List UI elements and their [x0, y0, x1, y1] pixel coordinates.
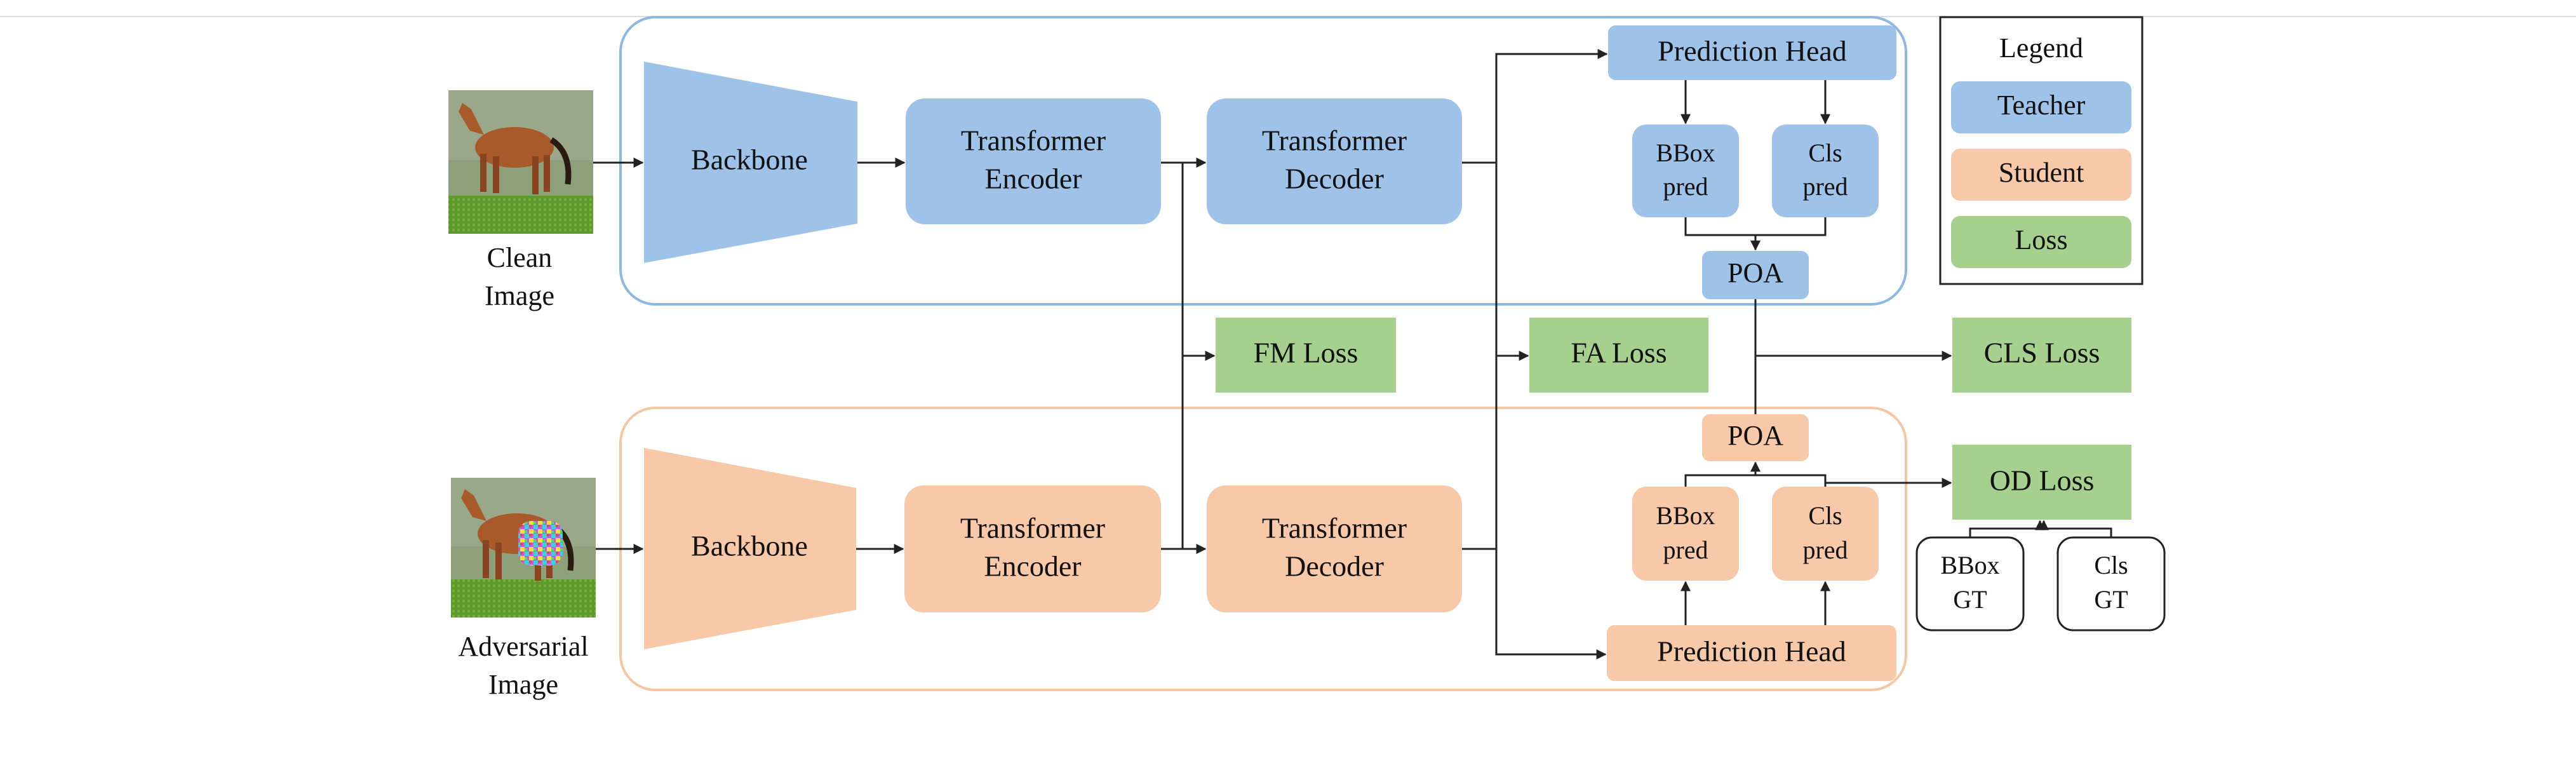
- teacher-encoder-label-1: Transformer: [961, 125, 1106, 157]
- student-prediction-head: [1607, 625, 1896, 681]
- teacher-poa: [1702, 251, 1809, 299]
- adversarial-patch: [518, 521, 563, 565]
- legend-title: Legend: [1999, 32, 2083, 64]
- legend-loss-swatch: [1951, 216, 2131, 268]
- clean-image-caption-2: Image: [485, 280, 554, 311]
- teacher-poa-label: POA: [1727, 257, 1783, 288]
- teacher-cls-pred: [1772, 125, 1879, 217]
- od-loss-label: OD Loss: [1990, 464, 2095, 497]
- fa-loss-label: FA Loss: [1571, 337, 1667, 369]
- teacher-transformer-decoder: [1207, 98, 1462, 224]
- cls-gt-label-2: GT: [2094, 585, 2128, 614]
- student-decoder-label-2: Decoder: [1285, 550, 1384, 583]
- student-backbone-label: Backbone: [691, 530, 808, 562]
- student-prediction-head-label: Prediction Head: [1657, 635, 1846, 668]
- legend-loss-label: Loss: [2015, 224, 2067, 255]
- student-bbox-pred-label-2: pred: [1663, 536, 1708, 564]
- edge-teacher-preds-to-poa: [1684, 217, 1827, 236]
- student-decoder-label-1: Transformer: [1262, 512, 1407, 544]
- bbox-gt-label-2: GT: [1953, 585, 1987, 614]
- teacher-prediction-head-label: Prediction Head: [1658, 35, 1847, 67]
- teacher-encoder-label-2: Encoder: [984, 163, 1082, 195]
- fm-loss: [1216, 318, 1396, 393]
- teacher-decoder-label-1: Transformer: [1262, 125, 1407, 157]
- student-encoder-label-2: Encoder: [984, 550, 1081, 583]
- student-bbox-pred-label-1: BBox: [1656, 501, 1715, 530]
- student-encoder-label-1: Transformer: [960, 512, 1105, 544]
- legend-teacher-swatch: [1951, 81, 2131, 133]
- od-loss: [1952, 445, 2131, 520]
- adversarial-image-caption-2: Image: [488, 669, 558, 700]
- adversarial-image-caption-1: Adversarial: [458, 631, 588, 662]
- clean-image-caption-1: Clean: [487, 242, 553, 273]
- student-transformer-encoder: [904, 485, 1161, 612]
- teacher-group-frame: [619, 16, 1907, 306]
- teacher-cls-pred-label-1: Cls: [1808, 138, 1842, 167]
- student-cls-pred-label-1: Cls: [1808, 501, 1842, 530]
- student-bbox-pred: [1632, 487, 1739, 581]
- legend-teacher-label: Teacher: [1997, 90, 2086, 121]
- legend-student-label: Student: [1999, 157, 2084, 188]
- teacher-cls-pred-label-2: pred: [1802, 172, 1848, 201]
- bbox-gt-label-1: BBox: [1940, 551, 1999, 579]
- teacher-bbox-pred-label-1: BBox: [1656, 138, 1715, 167]
- edge-cls-gt-to-od-loss: [2039, 520, 2112, 537]
- cls-loss-label: CLS Loss: [1984, 337, 2100, 369]
- cls-loss: [1952, 318, 2131, 393]
- fa-loss: [1529, 318, 1708, 393]
- student-backbone-shape: [644, 448, 856, 649]
- fm-loss-label: FM Loss: [1254, 337, 1358, 369]
- student-transformer-decoder: [1207, 485, 1462, 612]
- teacher-backbone-label: Backbone: [691, 144, 808, 176]
- teacher-backbone-shape: [644, 62, 857, 263]
- teacher-decoder-label-2: Decoder: [1285, 163, 1384, 195]
- teacher-bbox-pred-label-2: pred: [1663, 172, 1708, 201]
- connectors: [593, 49, 2112, 659]
- edge-bbox-gt-to-od-loss: [1969, 520, 2045, 537]
- legend: Legend Teacher Student Loss: [1939, 16, 2143, 285]
- edge-student-decoder-to-head: [1462, 548, 1607, 659]
- edge-student-preds-to-poa: [1684, 474, 1827, 487]
- student-poa-label: POA: [1727, 420, 1783, 451]
- student-poa: [1702, 414, 1809, 461]
- edge-teacher-decoder-to-head: [1462, 49, 1608, 164]
- legend-student-swatch: [1951, 149, 2131, 201]
- cls-gt-label-1: Cls: [2094, 551, 2128, 579]
- teacher-transformer-encoder: [906, 98, 1161, 224]
- student-cls-pred-label-2: pred: [1802, 536, 1848, 564]
- teacher-bbox-pred: [1632, 125, 1739, 217]
- student-cls-pred: [1772, 487, 1879, 581]
- clean-image: [448, 90, 593, 234]
- adversarial-image: [451, 478, 596, 618]
- teacher-prediction-head: [1608, 25, 1896, 80]
